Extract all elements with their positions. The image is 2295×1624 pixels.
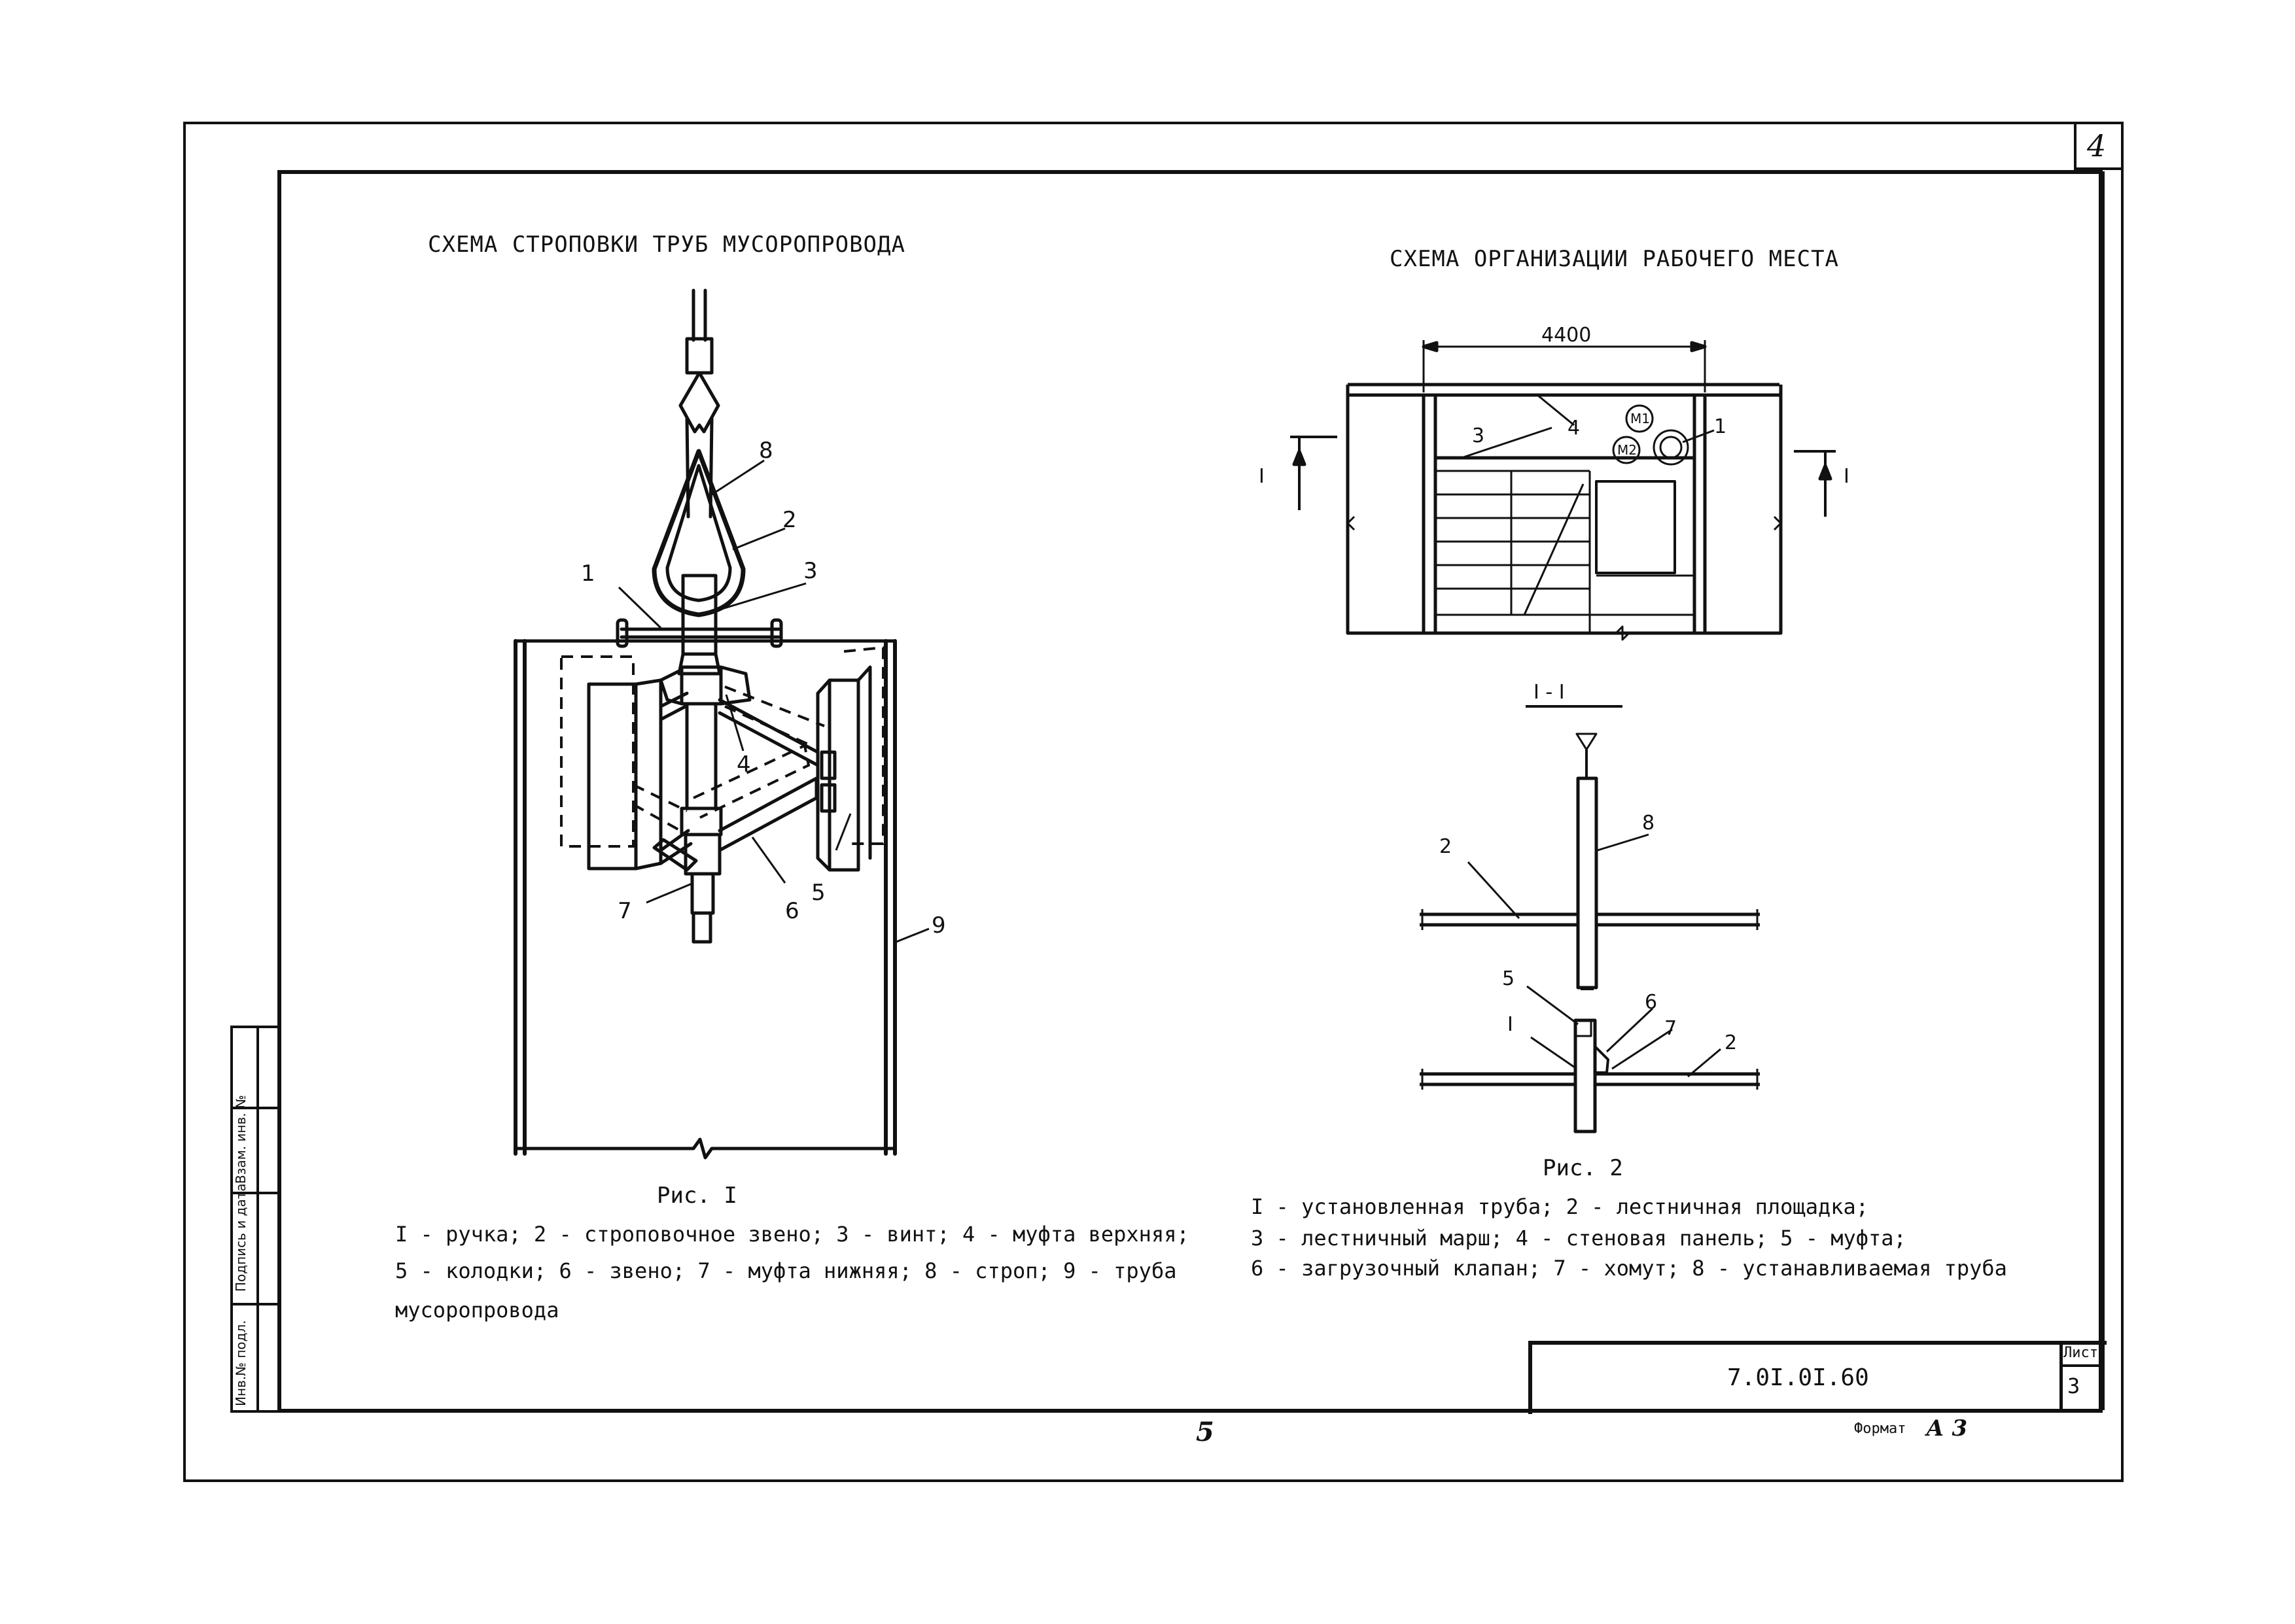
fig2-section-title: I - I bbox=[1533, 681, 1565, 704]
title-block bbox=[1528, 1341, 2107, 1414]
fig1-label-2: 2 bbox=[782, 507, 797, 533]
fig1-label-1: 1 bbox=[581, 561, 595, 587]
fig2-motor-m2: M2 bbox=[1617, 442, 1637, 458]
doc-code: 7.0I.0I.60 bbox=[1727, 1364, 1869, 1391]
figure2-title: СХЕМА ОРГАНИЗАЦИИ РАБОЧЕГО МЕСТА bbox=[1390, 246, 1840, 272]
figure1-title: СХЕМА СТРОПОВКИ ТРУБ МУСОРОПРОВОДА bbox=[428, 232, 905, 258]
drawing-frame bbox=[277, 170, 2103, 1413]
figure1-legend-line3: мусоропровода bbox=[395, 1298, 559, 1322]
format-value: А 3 bbox=[1926, 1415, 1968, 1442]
corner-number: 4 bbox=[2087, 128, 2107, 164]
page-number: 5 bbox=[1196, 1417, 1214, 1447]
fig2-label-2-lower: 2 bbox=[1725, 1031, 1737, 1054]
figure1-legend-line2: 5 - колодки; 6 - звено; 7 - муфта нижняя… bbox=[395, 1258, 1177, 1283]
fig2-label-7: 7 bbox=[1664, 1017, 1677, 1040]
side-stamp bbox=[230, 1026, 280, 1413]
sheet-cell-divider bbox=[2059, 1341, 2063, 1410]
fig2-dimension: 4400 bbox=[1541, 324, 1591, 347]
fig1-label-6: 6 bbox=[785, 898, 799, 924]
fig1-label-9: 9 bbox=[932, 912, 946, 939]
fig1-label-4: 4 bbox=[737, 752, 751, 778]
fig1-label-5: 5 bbox=[811, 880, 826, 906]
fig2-label-5: 5 bbox=[1502, 967, 1515, 990]
figure2-legend-line3: 6 - загрузочный клапан; 7 - хомут; 8 - у… bbox=[1251, 1256, 2007, 1281]
figure1-legend-line1: I - ручка; 2 - строповочное звено; 3 - в… bbox=[395, 1222, 1189, 1247]
fig2-label-2-upper: 2 bbox=[1439, 835, 1452, 858]
corner-number-box bbox=[2074, 124, 2121, 170]
fig2-label-6: 6 bbox=[1645, 991, 1657, 1014]
fig1-label-7: 7 bbox=[618, 898, 632, 924]
figure2-legend-line2: 3 - лестничный марш; 4 - стеновая панель… bbox=[1251, 1226, 1906, 1251]
figure1-caption: Рис. I bbox=[657, 1183, 737, 1209]
fig1-label-3: 3 bbox=[803, 558, 818, 584]
fig2-section-mark-right: I bbox=[1844, 465, 1849, 488]
sheet-cell-hline bbox=[2059, 1364, 2104, 1367]
outer-frame bbox=[183, 122, 2124, 1482]
format-label: Формат bbox=[1854, 1421, 1906, 1437]
fig2-plan-label-1: 1 bbox=[1714, 415, 1726, 438]
sheet-number: 3 bbox=[2067, 1373, 2080, 1398]
fig1-label-8: 8 bbox=[759, 438, 773, 464]
fig2-label-I: I bbox=[1507, 1013, 1513, 1036]
fig2-plan-label-4: 4 bbox=[1568, 417, 1580, 440]
figure2-caption: Рис. 2 bbox=[1543, 1155, 1623, 1181]
fig2-label-8: 8 bbox=[1642, 812, 1655, 835]
sheet-label: Лист bbox=[2063, 1345, 2098, 1361]
figure2-legend-line1: I - установленная труба; 2 - лестничная … bbox=[1251, 1194, 1869, 1219]
fig2-section-mark-left: I bbox=[1259, 465, 1265, 488]
right-edge-strip bbox=[2103, 171, 2114, 1410]
fig2-plan-label-3: 3 bbox=[1472, 424, 1484, 447]
fig2-motor-m1: M1 bbox=[1630, 411, 1650, 426]
